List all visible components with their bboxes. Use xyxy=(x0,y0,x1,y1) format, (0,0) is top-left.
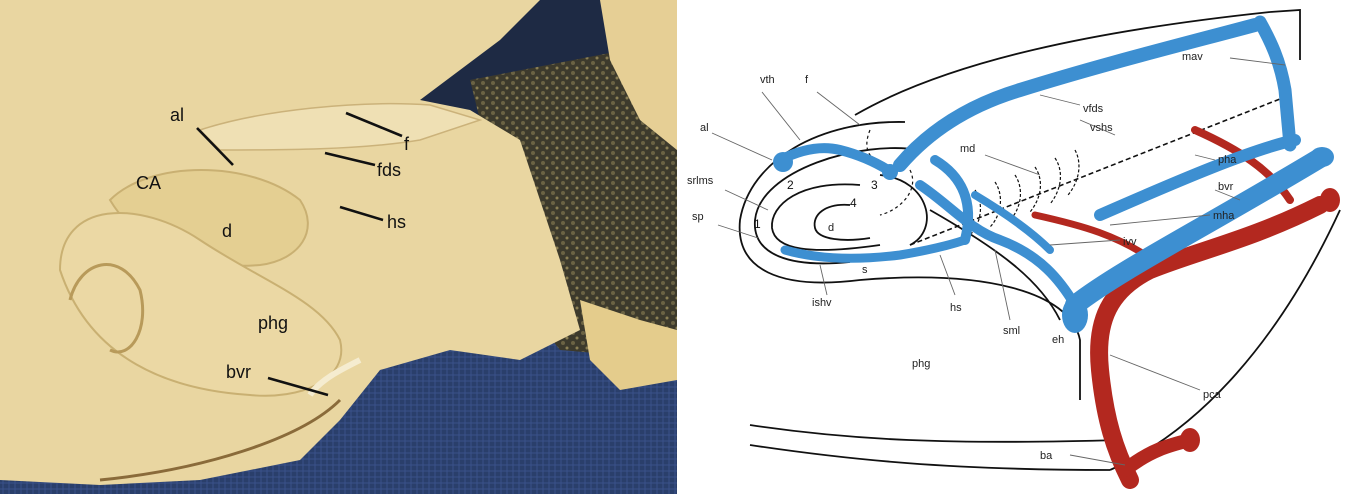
diagram-label-ba: ba xyxy=(1040,450,1053,462)
diagram-label-md: md xyxy=(960,143,975,155)
diagram-node-bvr-end xyxy=(1310,147,1334,167)
diagram-label-pha: pha xyxy=(1218,154,1237,166)
diagram-outline-bottom2 xyxy=(750,445,1110,470)
diagram-label-d: d xyxy=(828,222,834,234)
photo-panel: al f fds CA hs d phg bvr xyxy=(0,0,677,494)
diagram-number-2: 2 xyxy=(787,178,794,192)
diagram-label-s: s xyxy=(862,264,868,276)
photo-label-d: d xyxy=(222,221,232,241)
diagram-label-eh: eh xyxy=(1052,334,1064,346)
diagram-label-al: al xyxy=(700,122,709,134)
diagram-outline-dentate xyxy=(772,184,880,250)
diagram-label-bvr: bvr xyxy=(1218,181,1234,193)
diagram-number-4: 4 xyxy=(850,196,857,210)
diagram-number-3: 3 xyxy=(871,178,878,192)
diagram-outline-bottom xyxy=(750,425,1120,442)
photo-label-phg: phg xyxy=(258,313,288,333)
diagram-label-ivv: ivv xyxy=(1123,236,1137,248)
photo-label-fds: fds xyxy=(377,160,401,180)
diagram-label-vfds: vfds xyxy=(1083,103,1104,115)
diagram-label-f: f xyxy=(805,74,809,86)
diagram-label-vshs: vshs xyxy=(1090,122,1113,134)
diagram-label-hs: hs xyxy=(950,302,962,314)
diagram-panel: 1 2 3 4 vth f al srlms sp mav vfds vshs … xyxy=(687,10,1340,480)
diagram-node-pca-end xyxy=(1320,188,1340,212)
diagram-node-eh xyxy=(1062,297,1088,333)
diagram-vein-mav xyxy=(1260,22,1290,145)
photo-label-bvr: bvr xyxy=(226,362,251,382)
diagram-label-vth: vth xyxy=(760,74,775,86)
diagram-label-srlms: srlms xyxy=(687,175,714,187)
diagram-node-vth xyxy=(773,152,793,172)
diagram-number-1: 1 xyxy=(754,217,761,231)
diagram-label-pca: pca xyxy=(1203,389,1222,401)
diagram-label-sp: sp xyxy=(692,211,704,223)
diagram-label-ishv: ishv xyxy=(812,297,832,309)
diagram-label-sml: sml xyxy=(1003,325,1020,337)
diagram-artery-ba-branch xyxy=(1125,440,1190,470)
photo-label-al: al xyxy=(170,105,184,125)
diagram-vein-vth xyxy=(780,148,888,170)
diagram-outline-d xyxy=(815,205,870,240)
diagram-vein-vfds xyxy=(900,25,1255,165)
diagram-outline-top xyxy=(855,12,1270,115)
diagram-label-phg: phg xyxy=(912,358,930,370)
photo-label-CA: CA xyxy=(136,173,161,193)
diagram-node-3 xyxy=(882,164,898,180)
diagram-node-ba-end xyxy=(1180,428,1200,452)
diagram-label-mav: mav xyxy=(1182,51,1203,63)
diagram-label-mha: mha xyxy=(1213,210,1235,222)
photo-label-hs: hs xyxy=(387,212,406,232)
